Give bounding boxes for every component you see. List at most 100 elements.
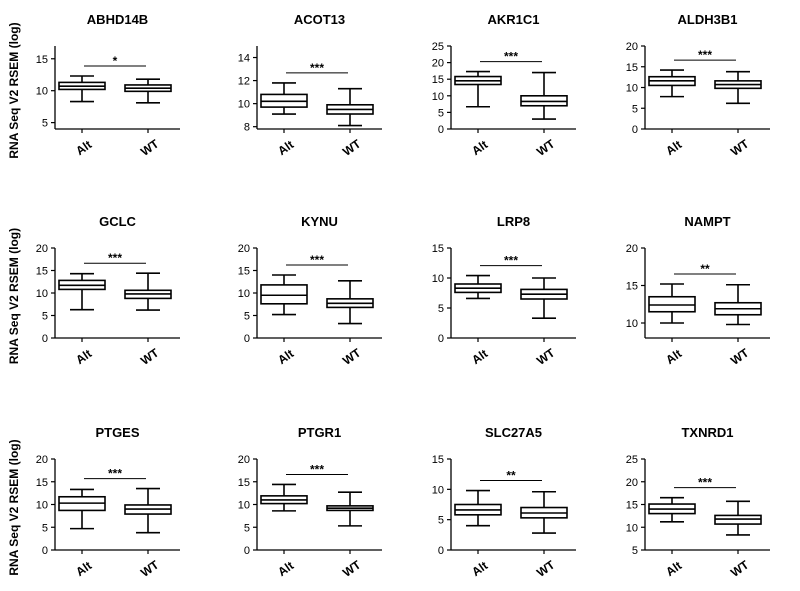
significance-stars: *** bbox=[504, 50, 518, 64]
significance-stars: ** bbox=[506, 469, 516, 483]
box-wt bbox=[124, 272, 172, 311]
y-tick-label: 0 bbox=[438, 124, 444, 136]
significance-stars: *** bbox=[504, 254, 518, 268]
box-alt bbox=[648, 69, 696, 98]
box-wt bbox=[714, 500, 762, 536]
significance-stars: *** bbox=[698, 476, 712, 490]
x-tick-label: Alt bbox=[73, 558, 94, 579]
y-tick-label: 0 bbox=[42, 333, 48, 345]
x-tick-label: WT bbox=[340, 136, 364, 159]
box-alt bbox=[648, 283, 696, 324]
chart-title: SLC27A5 bbox=[485, 425, 542, 440]
y-tick-label: 0 bbox=[632, 124, 638, 136]
x-tick-label: Alt bbox=[469, 346, 490, 367]
y-tick-label: 10 bbox=[36, 288, 48, 300]
box-alt bbox=[58, 488, 106, 530]
box-wt bbox=[714, 283, 762, 326]
y-tick-label: 10 bbox=[36, 86, 48, 98]
box-alt bbox=[58, 75, 106, 103]
y-tick-label: 25 bbox=[432, 41, 444, 53]
significance-stars: *** bbox=[310, 61, 324, 75]
y-tick-label: 10 bbox=[238, 99, 250, 111]
y-tick-label: 15 bbox=[626, 500, 638, 512]
y-tick-label: 20 bbox=[36, 243, 48, 255]
y-tick-label: 15 bbox=[36, 266, 48, 278]
box-wt bbox=[326, 280, 374, 325]
y-tick-label: 5 bbox=[438, 303, 444, 315]
significance-stars: * bbox=[113, 54, 118, 68]
x-tick-label: Alt bbox=[275, 346, 296, 367]
chart-title: AKR1C1 bbox=[487, 12, 539, 27]
box-alt bbox=[454, 274, 502, 300]
x-tick-label: WT bbox=[728, 557, 752, 580]
x-tick-label: Alt bbox=[275, 137, 296, 158]
box-alt bbox=[648, 496, 696, 523]
y-tick-label: 20 bbox=[36, 454, 48, 466]
y-axis-label-row-2: RNA Seq V2 RSEM (log) bbox=[7, 228, 21, 364]
box-wt bbox=[520, 277, 568, 320]
significance-stars: *** bbox=[108, 467, 122, 481]
y-tick-label: 10 bbox=[626, 318, 638, 330]
y-tick-label: 8 bbox=[244, 122, 250, 134]
significance-stars: ** bbox=[700, 262, 710, 276]
x-tick-label: Alt bbox=[469, 137, 490, 158]
y-tick-label: 10 bbox=[432, 484, 444, 496]
y-tick-label: 0 bbox=[438, 333, 444, 345]
y-tick-label: 0 bbox=[244, 333, 250, 345]
y-tick-label: 0 bbox=[438, 545, 444, 557]
y-tick-label: 25 bbox=[626, 454, 638, 466]
y-axis-labels: RNA Seq V2 RSEM (log) RNA Seq V2 RSEM (lo… bbox=[7, 22, 21, 575]
y-tick-label: 10 bbox=[238, 288, 250, 300]
box-wt bbox=[520, 490, 568, 534]
box-alt bbox=[58, 272, 106, 311]
significance-stars: *** bbox=[310, 462, 324, 476]
y-tick-label: 20 bbox=[626, 243, 638, 255]
y-tick-label: 15 bbox=[626, 62, 638, 74]
x-tick-label: Alt bbox=[663, 558, 684, 579]
significance-stars: *** bbox=[310, 253, 324, 267]
chart-title: TXNRD1 bbox=[681, 425, 733, 440]
chart-title: ALDH3B1 bbox=[678, 12, 738, 27]
y-axis-label-row-1: RNA Seq V2 RSEM (log) bbox=[7, 22, 21, 158]
x-tick-label: WT bbox=[728, 345, 752, 368]
box-iqr bbox=[260, 284, 308, 305]
x-tick-label: WT bbox=[340, 557, 364, 580]
x-tick-label: WT bbox=[138, 136, 162, 159]
box-alt bbox=[260, 274, 308, 316]
chart-title: GCLC bbox=[99, 214, 136, 229]
significance-stars: *** bbox=[698, 48, 712, 62]
y-tick-label: 10 bbox=[626, 522, 638, 534]
chart-title: PTGES bbox=[95, 425, 139, 440]
box-alt bbox=[260, 483, 308, 512]
y-tick-label: 15 bbox=[238, 266, 250, 278]
y-tick-label: 5 bbox=[42, 118, 48, 130]
y-tick-label: 15 bbox=[432, 74, 444, 86]
y-tick-label: 5 bbox=[632, 103, 638, 115]
chart-title: ACOT13 bbox=[294, 12, 345, 27]
box-wt bbox=[124, 487, 172, 534]
significance-stars: *** bbox=[108, 251, 122, 265]
y-tick-label: 5 bbox=[438, 107, 444, 119]
x-tick-label: WT bbox=[534, 557, 558, 580]
x-tick-label: Alt bbox=[73, 346, 94, 367]
y-tick-label: 15 bbox=[36, 54, 48, 66]
chart-title: KYNU bbox=[301, 214, 338, 229]
y-tick-label: 15 bbox=[432, 243, 444, 255]
y-axis-label-row-3: RNA Seq V2 RSEM (log) bbox=[7, 439, 21, 575]
y-tick-label: 15 bbox=[238, 477, 250, 489]
x-tick-label: WT bbox=[534, 345, 558, 368]
y-tick-label: 0 bbox=[42, 545, 48, 557]
chart-title: LRP8 bbox=[497, 214, 530, 229]
y-tick-label: 20 bbox=[432, 58, 444, 70]
